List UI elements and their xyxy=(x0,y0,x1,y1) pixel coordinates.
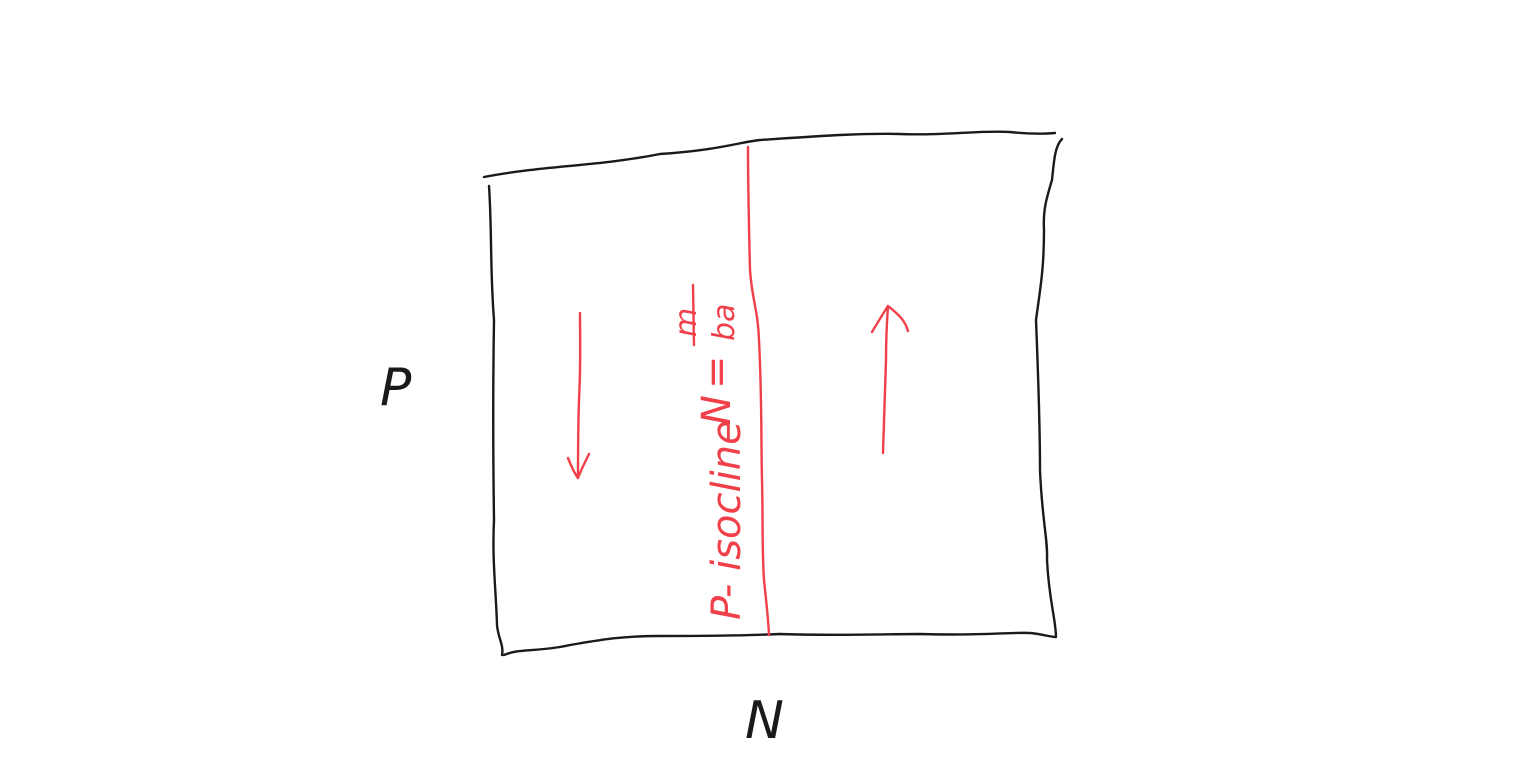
down-arrow xyxy=(566,311,591,480)
fraction-numerator: m xyxy=(669,308,704,337)
down-arrow-shaft xyxy=(576,311,582,480)
up-arrow-head xyxy=(870,304,910,334)
equation-equals: = xyxy=(694,355,740,389)
fraction-bar xyxy=(691,283,696,347)
p-isocline-line xyxy=(746,145,771,637)
fraction-denominator: ba xyxy=(707,304,742,341)
up-arrow-shaft xyxy=(881,304,890,455)
isocline-label-group: P- isocline xyxy=(704,420,750,620)
x-axis-label: N xyxy=(745,691,784,751)
frame-left-edge xyxy=(487,184,504,657)
y-axis-label: P xyxy=(380,358,412,418)
frame-bottom-edge xyxy=(502,631,1058,657)
up-arrow xyxy=(870,304,910,455)
equation-lhs: N xyxy=(694,395,740,425)
plot-frame xyxy=(482,130,1064,657)
isocline-equation: N = m ba xyxy=(669,283,742,425)
frame-right-edge xyxy=(1034,137,1064,638)
frame-top-edge xyxy=(482,130,1057,179)
down-arrow-head xyxy=(566,452,591,480)
isocline-name-label: P- isocline xyxy=(704,420,750,620)
